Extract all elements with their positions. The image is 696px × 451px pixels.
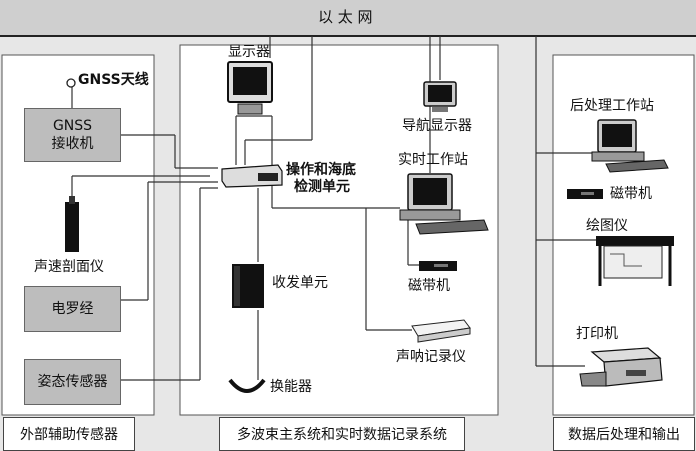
- printer-label: 打印机: [576, 326, 618, 342]
- ethernet-bar: [0, 0, 696, 36]
- svp-probe-icon: [63, 196, 81, 254]
- transceiver-icon: [230, 262, 266, 310]
- plotter-icon: [594, 234, 678, 288]
- transceiver-label: 收发单元: [272, 275, 328, 291]
- motion-label: 姿态传感器: [37, 374, 108, 390]
- nav-monitor-icon: [422, 80, 458, 114]
- gnss-receiver-box: GNSS 接收机: [24, 108, 121, 162]
- antenna-label: GNSS天线: [78, 72, 149, 88]
- monitor-icon: [226, 60, 274, 116]
- ethernet-label: 以 太 网: [318, 8, 373, 26]
- control-label-line2: 检测单元: [294, 179, 350, 195]
- gyro-label: 电罗经: [51, 301, 94, 317]
- left-footer: 外部辅助传感器: [3, 417, 135, 451]
- post-ws-label: 后处理工作站: [570, 98, 654, 114]
- sonar-recorder-icon: [408, 316, 472, 344]
- post-workstation-icon: [588, 118, 672, 174]
- center-footer-label: 多波束主系统和实时数据记录系统: [237, 427, 447, 443]
- workstation-label: 实时工作站: [398, 152, 468, 168]
- receiver-label-line1: GNSS: [52, 118, 93, 134]
- transducer-icon: [226, 376, 268, 398]
- transducer-label: 换能器: [270, 379, 312, 395]
- right-footer: 数据后处理和输出: [553, 417, 695, 451]
- receiver-label-line2: 接收机: [51, 136, 94, 152]
- sonar-recorder-label: 声呐记录仪: [396, 349, 466, 365]
- center-footer: 多波束主系统和实时数据记录系统: [219, 417, 465, 451]
- post-tape-drive-icon: [566, 186, 604, 200]
- antenna-icon: [66, 73, 76, 88]
- workstation-icon: [396, 172, 492, 236]
- tape-drive-icon: [418, 258, 458, 272]
- monitor-label: 显示器: [228, 44, 270, 60]
- post-tape-label: 磁带机: [610, 186, 652, 202]
- svp-label: 声速剖面仪: [34, 259, 104, 275]
- motion-sensor-box: 姿态传感器: [24, 359, 121, 405]
- plotter-label: 绘图仪: [586, 218, 628, 234]
- control-unit-icon: [218, 163, 284, 189]
- left-footer-label: 外部辅助传感器: [20, 427, 118, 443]
- tape-label: 磁带机: [408, 278, 450, 294]
- nav-display-label: 导航显示器: [402, 118, 472, 134]
- gyrocompass-box: 电罗经: [24, 286, 121, 332]
- control-label-line1: 操作和海底: [286, 162, 356, 178]
- printer-icon: [578, 344, 670, 392]
- right-footer-label: 数据后处理和输出: [568, 427, 680, 443]
